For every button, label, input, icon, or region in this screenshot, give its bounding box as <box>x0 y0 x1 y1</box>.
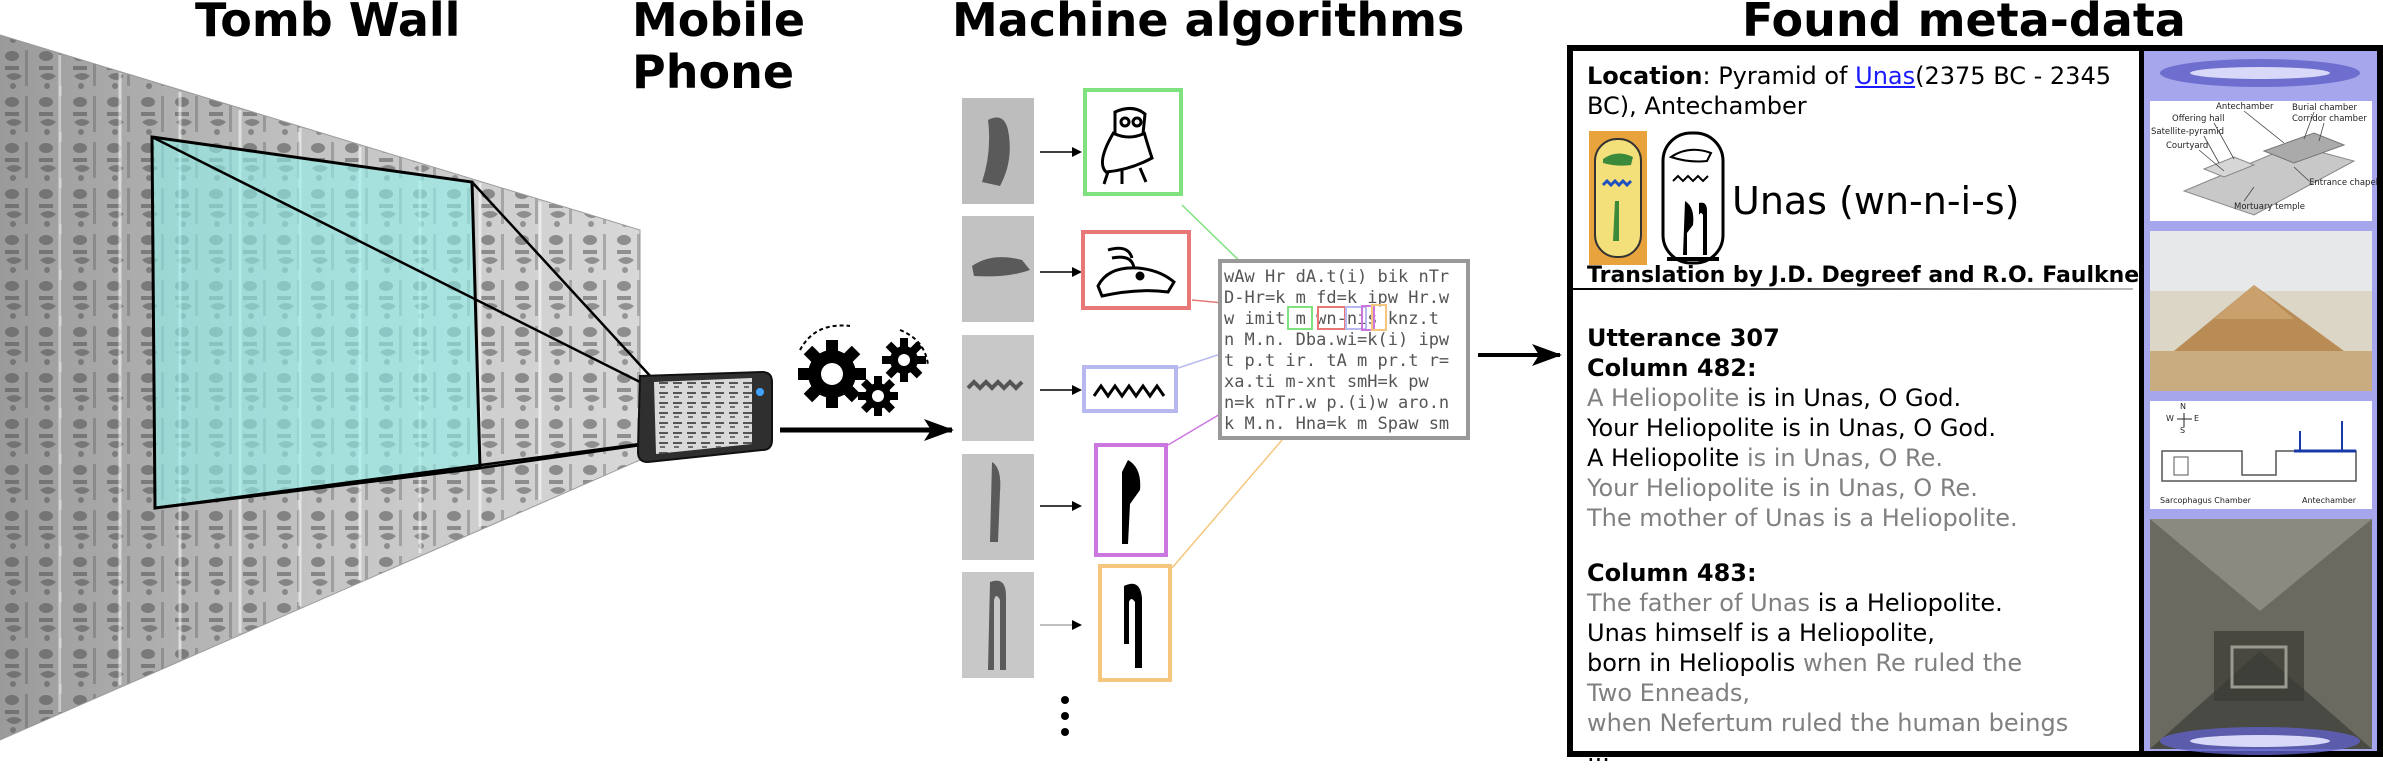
c483-line-1: The father of Unas is a Heliopolite. <box>1587 589 2003 617</box>
translit-line-6: xa.ti m-xnt smH=k pw <box>1224 372 1429 392</box>
gears-icon <box>798 324 929 416</box>
c483-line-3: born in Heliopolis when Re ruled the <box>1587 649 2023 677</box>
metadata-panel: Location: Pyramid of Unas(2375 BC - 2345… <box>1567 45 2383 767</box>
location-dates: (2375 BC - 2345 <box>1915 62 2111 90</box>
plan-label-satellite: Satellite-pyramid <box>2151 127 2224 137</box>
compass-w: W <box>2166 414 2174 423</box>
thumb-interior-photo <box>2150 519 2372 755</box>
thumb-top-strip <box>2160 59 2360 87</box>
translit-line-1: wAw Hr dA.t(i) bik nTr <box>1224 267 1449 287</box>
utterance-title: Utterance 307 <box>1587 324 1780 352</box>
more-dots <box>1061 696 1069 736</box>
box-cloth-glyph <box>1098 564 1172 682</box>
heading-machine-algorithms: Machine algorithms <box>952 0 1465 47</box>
location-line-1: Location: Pyramid of Unas(2375 BC - 2345 <box>1587 61 2147 91</box>
glyph-crop-hare <box>962 216 1034 322</box>
unas-link[interactable]: Unas <box>1855 62 1916 90</box>
selected-wall-region <box>150 135 482 510</box>
translation-rule <box>1573 288 2133 290</box>
c482-line-3: A Heliopolite is in Unas, O Re. <box>1587 444 1944 472</box>
heading-tomb-wall: Tomb Wall <box>195 0 461 47</box>
location-prefix: : Pyramid of <box>1702 62 1856 90</box>
glyph-crop-owl <box>962 98 1034 204</box>
spacer <box>1587 533 2068 558</box>
column-482-label: Column 482: <box>1587 354 1757 382</box>
plan-label-corridor: Corridor chamber <box>2292 114 2367 124</box>
transliteration-box: wAw Hr dA.t(i) bik nTr D-Hr=k m fd=k ipw… <box>1218 259 1470 440</box>
pipeline-diagram: wAw Hr dA.t(i) bik nTr D-Hr=k m fd=k ipw… <box>0 34 1562 741</box>
thumb-section: N W E S Sarcophagus Chamber Antechamber <box>2150 401 2372 509</box>
plan-label-offering: Offering hall <box>2172 114 2224 124</box>
thumb-pyramid-photo <box>2150 231 2372 391</box>
projection-lines <box>151 135 653 510</box>
translit-line-2: D-Hr=k m fd=k ipw Hr.w <box>1224 288 1450 308</box>
utterance-block: Utterance 307 Column 482: A Heliopolite … <box>1587 323 2068 768</box>
box-water-glyph <box>1082 365 1178 413</box>
glyph-crop-water <box>962 335 1034 441</box>
heading-found-metadata: Found meta-data <box>1742 0 2186 47</box>
thumbnail-images: Antechamber Burial chamber Offering hall… <box>2150 59 2378 755</box>
section-label-antechamber: Antechamber <box>2302 496 2357 505</box>
section-label-sarcophagus: Sarcophagus Chamber <box>2160 496 2252 505</box>
c483-line-4: Two Enneads, <box>1587 679 1751 707</box>
colored-cartouche <box>1589 131 1647 265</box>
thumbnail-column: Antechamber Burial chamber Offering hall… <box>2144 51 2378 755</box>
location-label: Location <box>1587 62 1703 90</box>
c483-line-5: when Nefertum ruled the human beings <box>1587 709 2069 737</box>
compass-e: E <box>2194 414 2199 423</box>
box-reed-glyph <box>1094 443 1168 557</box>
plan-label-burial: Burial chamber <box>2292 103 2358 113</box>
c482-line-1: A Heliopolite is in Unas, O God. <box>1587 384 1962 412</box>
heading-mobile-phone-line2: Phone <box>632 45 795 99</box>
plan-label-mortuary: Mortuary temple <box>2234 202 2305 212</box>
c482-line-5: The mother of Unas is a Heliopolite. <box>1587 504 2018 532</box>
translit-line-3: w imit m wn-nis knz.t <box>1224 309 1439 329</box>
translit-line-8: k M.n. Hna=k m Spaw sm <box>1224 414 1449 434</box>
c483-line-6: ... <box>1587 739 1610 767</box>
compass-n: N <box>2180 402 2186 411</box>
box-owl-glyph <box>1083 88 1183 196</box>
translit-line-5: t p.t ir. tA m pr.t r= <box>1224 351 1449 371</box>
glyph-crop-reed <box>962 454 1034 560</box>
plan-label-antechamber: Antechamber <box>2216 102 2274 112</box>
c482-line-4: Your Heliopolite is in Unas, O Re. <box>1587 474 1978 502</box>
c482-line-2: Your Heliopolite is in Unas, O God. <box>1587 414 1996 442</box>
location-line-2: BC), Antechamber <box>1587 92 1807 120</box>
metadata-text: Location: Pyramid of Unas(2375 BC - 2345… <box>1573 61 2150 767</box>
box-hare-glyph <box>1081 230 1191 310</box>
heading-mobile-phone-line1: Mobile <box>632 0 806 47</box>
translit-line-7: n=k nTr.w p.(i)w aro.n <box>1224 393 1449 413</box>
plan-label-courtyard: Courtyard <box>2166 141 2208 151</box>
glyph-crop-cloth <box>962 572 1034 678</box>
translation-credit: Translation by J.D. Degreef and R.O. Fau… <box>1587 263 2151 288</box>
unas-name: Unas (wn-n-i-s) <box>1732 179 2020 223</box>
plan-label-entrance: Entrance chapel <box>2309 178 2377 188</box>
c483-line-2: Unas himself is a Heliopolite, <box>1587 619 1935 647</box>
column-483-label: Column 483: <box>1587 559 1757 587</box>
translit-line-4: n M.n. Dba.wi=k(i) ipw <box>1224 330 1450 350</box>
compass-s: S <box>2180 426 2185 435</box>
panel-divider <box>2139 51 2144 751</box>
outline-cartouche <box>1661 131 1725 265</box>
cartouche-images <box>1589 131 1725 265</box>
thumb-pyramid-plan: Antechamber Burial chamber Offering hall… <box>2150 101 2378 221</box>
mobile-phone <box>636 370 773 464</box>
